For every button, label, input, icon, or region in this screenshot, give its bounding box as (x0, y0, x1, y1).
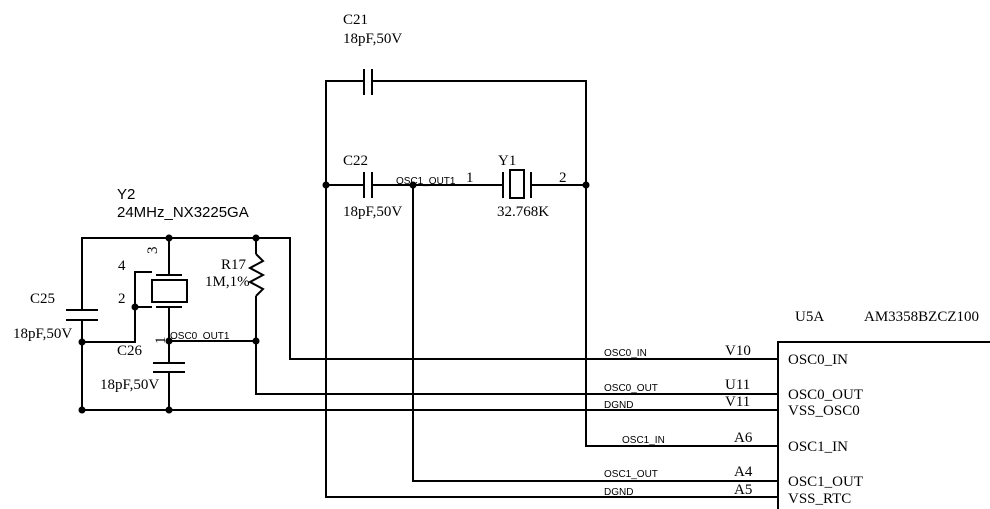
dgnd-rtc-wire (325, 185, 778, 498)
c25-ref: C25 (30, 291, 55, 307)
osc1-out1-label: OSC1_OUT1 (396, 176, 456, 187)
junction (252, 337, 260, 345)
junction (165, 337, 173, 345)
y2-pin4: 4 (118, 258, 126, 274)
r17-ref: R17 (221, 257, 247, 273)
c21-ref: C21 (343, 12, 368, 28)
y2-pin1: 1 (153, 337, 169, 345)
y2-ref: Y2 (117, 186, 135, 203)
pin-name: VSS_OSC0 (788, 403, 860, 419)
y2-crystal (82, 238, 188, 343)
junction (252, 234, 260, 242)
junction (165, 406, 173, 414)
osc1-in-wire (585, 185, 778, 447)
pin-number: A6 (734, 430, 753, 446)
net-label-osc0-out: OSC0_OUT (604, 383, 658, 394)
y1-pin2: 2 (559, 170, 567, 186)
junction (131, 303, 139, 311)
pin-name: OSC0_IN (788, 352, 848, 368)
net-label-dgnd: DGND (604, 400, 633, 411)
r17-resistor (247, 238, 266, 341)
c21-value: 18pF,50V (343, 31, 402, 47)
pin-number: V11 (725, 394, 750, 410)
pin-name: VSS_RTC (788, 491, 851, 507)
osc0-in-wire (81, 237, 778, 360)
u5a-body (777, 341, 990, 509)
pin-name: OSC1_OUT (788, 474, 863, 490)
y1-value: 32.768K (497, 204, 549, 220)
r17-value: 1M,1% (205, 274, 250, 290)
c26-ref: C26 (117, 343, 143, 359)
c25-value: 18pF,50V (13, 326, 72, 342)
c21-capacitor (325, 69, 587, 185)
net-label-dgnd: DGND (604, 487, 633, 498)
junction (78, 406, 86, 414)
pin-name: OSC0_OUT (788, 387, 863, 403)
c22-value: 18pF,50V (343, 204, 402, 220)
y1-pin1: 1 (466, 170, 474, 186)
y1-ref: Y1 (498, 153, 516, 169)
c26-value: 18pF,50V (100, 377, 159, 393)
u5a-ref: U5A (795, 309, 824, 325)
pin-name: OSC1_IN (788, 439, 848, 455)
junction (165, 234, 173, 242)
junction (78, 338, 86, 346)
c22-capacitor (326, 172, 413, 198)
osc0-out-wire (255, 341, 778, 395)
osc0-out1-label: OSC0_OUT1 (170, 331, 230, 342)
c25-capacitor (66, 309, 98, 410)
y1-crystal (502, 169, 586, 199)
pin-number: A4 (734, 464, 753, 480)
pin-number: V10 (725, 343, 751, 359)
net-label-osc1-in: OSC1_IN (622, 435, 665, 446)
y2-value: 24MHz_NX3225GA (117, 204, 249, 221)
pin-number: A5 (734, 482, 752, 498)
y2-pin3: 3 (145, 247, 161, 255)
osc1-out-wire (412, 185, 778, 482)
net-label-osc1-out: OSC1_OUT (604, 469, 658, 480)
c26-capacitor (153, 341, 185, 410)
net-label-osc0-in: OSC0_IN (604, 348, 647, 359)
y2-pin2: 2 (118, 291, 126, 307)
pin-number: U11 (725, 377, 750, 393)
c22-ref: C22 (343, 153, 368, 169)
u5a-part: AM3358BZCZ100 (864, 309, 979, 325)
